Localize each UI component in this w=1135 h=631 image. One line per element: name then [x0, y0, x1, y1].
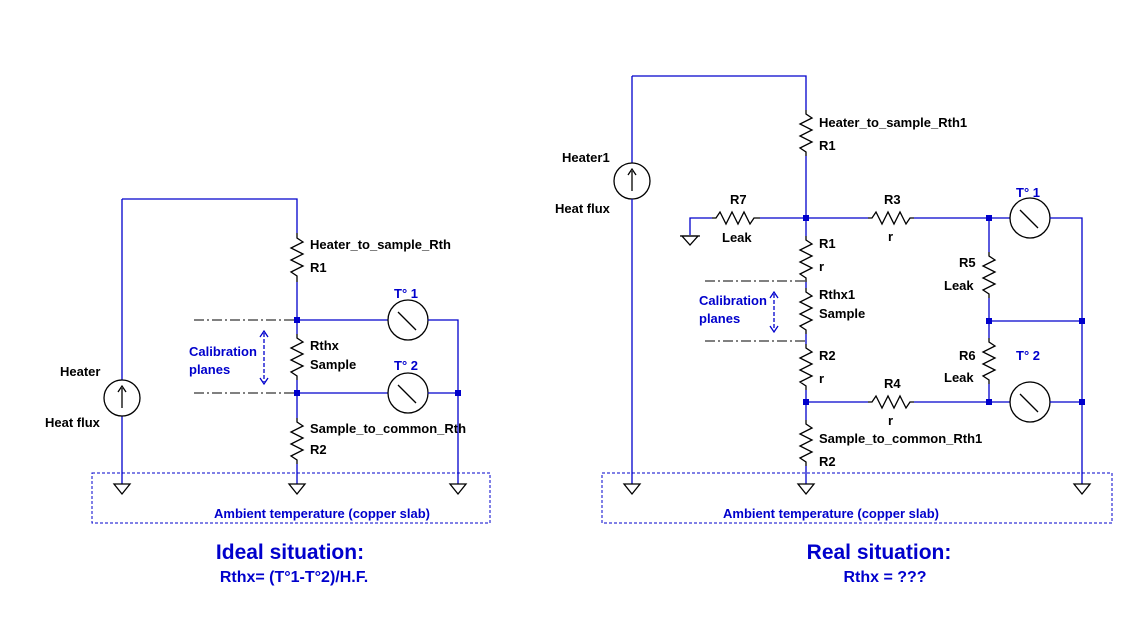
calibration-line1: Calibration: [189, 344, 257, 359]
r7-value: Leak: [722, 230, 752, 245]
ambient-label: Ambient temperature (copper slab): [214, 506, 430, 521]
r1b-ref: R1: [819, 236, 836, 251]
r1-name: Heater_to_sample_Rth1: [819, 115, 967, 130]
r5-ref: R5: [959, 255, 976, 270]
ground-icon: [287, 483, 307, 496]
real-circuit: Ambient temperature (copper slab) Heater…: [555, 75, 1113, 586]
rthx-value: Sample: [310, 357, 356, 372]
ideal-circuit: Ambient temperature (copper slab) Heater…: [45, 198, 491, 586]
heater-flux-label: Heat flux: [45, 415, 101, 430]
r4-value: r: [888, 413, 893, 428]
r5-value: Leak: [944, 278, 974, 293]
calibration-line1: Calibration: [699, 293, 767, 308]
t2-label: T° 2: [1016, 348, 1040, 363]
r2-ref: R2: [819, 454, 836, 469]
calibration-line2: planes: [189, 362, 230, 377]
ground-icon: [448, 483, 468, 496]
current-source-icon: [103, 379, 141, 417]
ambient-slab-box: [601, 472, 1113, 524]
ideal-formula: Rthx= (T°1-T°2)/H.F.: [220, 569, 368, 586]
rthx-value: Sample: [819, 306, 865, 321]
ground-icon: [796, 483, 816, 496]
rthx-resistor-icon: [798, 288, 814, 334]
t2-meter-icon: [387, 372, 429, 414]
t1-label: T° 1: [1016, 185, 1040, 200]
ambient-slab-box: [91, 472, 491, 524]
r2-name: Sample_to_common_Rth: [310, 421, 466, 436]
rthx-name: Rthx: [310, 338, 340, 353]
r1b-value: r: [819, 259, 824, 274]
t1-label: T° 1: [394, 286, 418, 301]
r3-value: r: [888, 229, 893, 244]
r1-ref: R1: [819, 138, 836, 153]
r4-resistor-icon: [868, 394, 914, 410]
t1-meter-icon: [1009, 197, 1051, 239]
t2-label: T° 2: [394, 358, 418, 373]
node-right-bottom: [1079, 399, 1085, 405]
r2-resistor-icon: [289, 418, 305, 464]
r1-resistor-icon: [289, 233, 305, 282]
heater-label: Heater: [60, 364, 100, 379]
heater-source: [103, 199, 141, 496]
ground-icon: [112, 483, 132, 496]
r2b-ref: R2: [819, 348, 836, 363]
r7-ref: R7: [730, 192, 747, 207]
real-formula: Rthx = ???: [843, 569, 926, 586]
rthx-resistor-icon: [289, 334, 305, 380]
r6-ref: R6: [959, 348, 976, 363]
r5-resistor-icon: [981, 252, 997, 298]
r2-ref: R2: [310, 442, 327, 457]
r6-resistor-icon: [981, 338, 997, 384]
r2b-value: r: [819, 371, 824, 386]
r1-name: Heater_to_sample_Rth: [310, 237, 451, 252]
r2b-resistor-icon: [798, 344, 814, 390]
heater-label: Heater1: [562, 150, 610, 165]
ideal-title: Ideal situation:: [216, 541, 364, 564]
ground-icon: [622, 483, 642, 496]
r2-name: Sample_to_common_Rth1: [819, 431, 982, 446]
r3-ref: R3: [884, 192, 901, 207]
heater-flux-label: Heat flux: [555, 201, 611, 216]
t1-meter-icon: [387, 299, 429, 341]
r3-resistor-icon: [868, 210, 914, 226]
node-right-mid: [1079, 318, 1085, 324]
real-title: Real situation:: [807, 541, 952, 564]
r1-ref: R1: [310, 260, 327, 275]
ambient-label: Ambient temperature (copper slab): [723, 506, 939, 521]
r1-resistor-icon: [798, 110, 814, 156]
r2-resistor-icon: [798, 420, 814, 466]
r1b-resistor-icon: [798, 236, 814, 282]
r6-value: Leak: [944, 370, 974, 385]
ground-icon: [1072, 483, 1092, 496]
rthx-name: Rthx1: [819, 287, 855, 302]
r7-resistor-icon: [712, 210, 760, 226]
calibration-line2: planes: [699, 311, 740, 326]
r4-ref: R4: [884, 376, 901, 391]
t2-meter-icon: [1009, 381, 1051, 423]
